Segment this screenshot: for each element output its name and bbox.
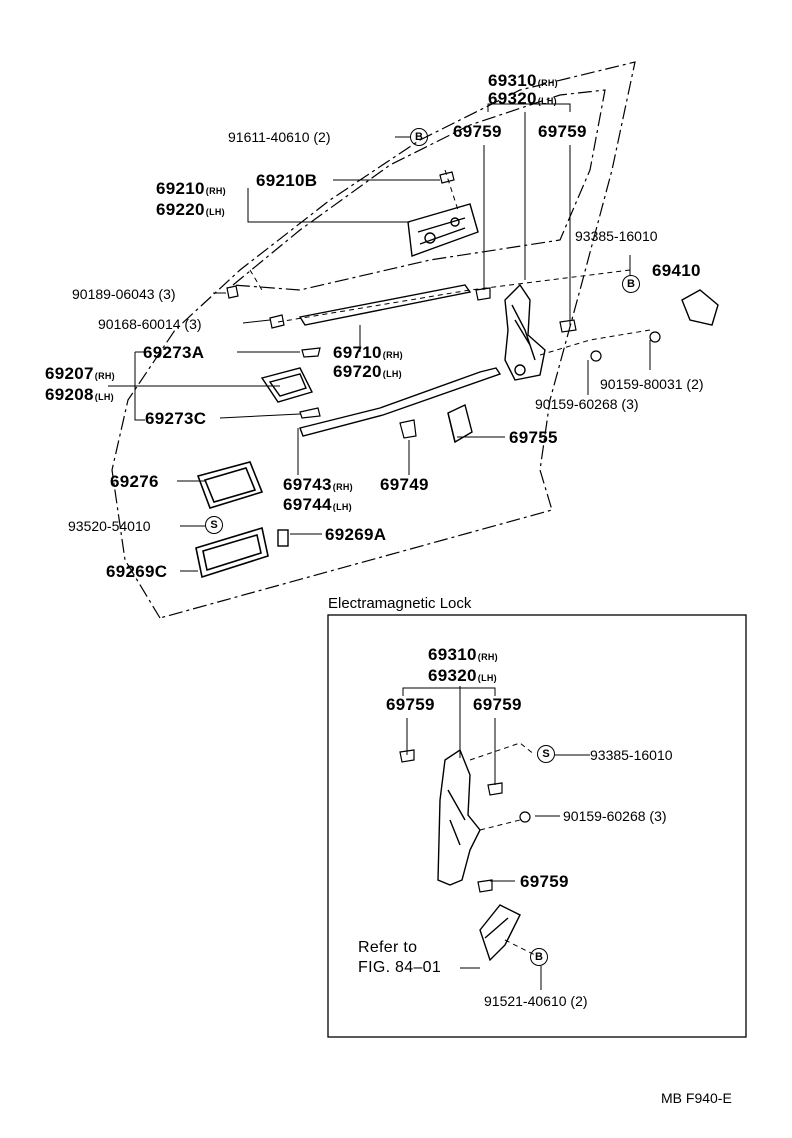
label-handle-rh: 69210(RH)	[156, 179, 226, 198]
inset-cylinder-shape	[479, 904, 521, 962]
label-clip-69273c: 69273C	[145, 409, 207, 428]
inside-handle-shape	[260, 367, 314, 403]
label-lock-lh: 69320(LH)	[488, 89, 557, 108]
inset-label-clip-a: 69759	[386, 695, 435, 714]
label-screw-90168: 90168-60014 (3)	[98, 316, 202, 332]
label-rod-rh: 69710(RH)	[333, 343, 403, 362]
label-handle-lh: 69220(LH)	[156, 200, 225, 219]
inset-refer-line1: Refer to	[358, 939, 418, 956]
inset-marker-s: S	[537, 745, 555, 763]
label-lock-rh: 69310(RH)	[488, 71, 558, 90]
marker-b-2: B	[622, 275, 640, 293]
inset-small-parts	[399, 749, 531, 893]
cover-block-shape	[447, 404, 473, 444]
inset-label-lock-lh: 69320(LH)	[428, 666, 497, 685]
dashed-connectors	[249, 169, 651, 356]
bezel-shape	[196, 461, 264, 509]
inset-label-clip-b: 69759	[473, 695, 522, 714]
label-inner-handle-rh: 69207(RH)	[45, 364, 115, 383]
label-clip-69749: 69749	[380, 475, 429, 494]
plug-shape	[277, 529, 289, 547]
inset-label-screw-90159: 90159-60268 (3)	[563, 808, 667, 824]
label-screw-90159-60268: 90159-60268 (3)	[535, 396, 639, 412]
pad-shape	[195, 526, 269, 579]
label-clip-69759-right: 69759	[538, 122, 587, 141]
inset-label-clip-c: 69759	[520, 872, 569, 891]
label-screw-93385: 93385-16010	[575, 228, 658, 244]
inset-lock-shape	[437, 748, 481, 886]
label-rod2-lh: 69744(LH)	[283, 495, 352, 514]
label-cover-69410: 69410	[652, 261, 701, 280]
inset-marker-b: B	[530, 948, 548, 966]
inset-title: Electramagnetic Lock	[328, 595, 472, 612]
label-bezel-69276: 69276	[110, 472, 159, 491]
label-screw-90159-80031: 90159-80031 (2)	[600, 376, 704, 392]
small-fasteners	[226, 171, 661, 439]
label-bolt-91611: 91611-40610 (2)	[228, 129, 331, 145]
label-inner-handle-lh: 69208(LH)	[45, 385, 114, 404]
diagram-code: MB F940-E	[661, 1090, 732, 1106]
cover-plate-shape	[681, 289, 719, 326]
label-cover-69755: 69755	[509, 428, 558, 447]
label-pad-69269c: 69269C	[106, 562, 168, 581]
label-clip-69273a: 69273A	[143, 343, 205, 362]
label-plug-69269a: 69269A	[325, 525, 387, 544]
label-handle-69210b: 69210B	[256, 171, 318, 190]
door-outline	[111, 61, 636, 619]
door-lock-assembly-shape	[504, 283, 546, 381]
leader-lines	[108, 103, 651, 572]
label-rod2-rh: 69743(RH)	[283, 475, 353, 494]
inset-refer-line2: FIG. 84–01	[358, 959, 442, 976]
outside-handle-shape	[407, 203, 479, 257]
inset-frame	[327, 614, 747, 1038]
marker-b: B	[410, 128, 428, 146]
inset-leaders	[402, 686, 590, 990]
inset-label-lock-rh: 69310(RH)	[428, 645, 498, 664]
label-nut-90189: 90189-06043 (3)	[72, 286, 176, 302]
label-screw-93520: 93520-54010	[68, 518, 151, 534]
label-clip-69759-left: 69759	[453, 122, 502, 141]
control-rods	[298, 284, 502, 437]
inset-label-bolt: 91521-40610 (2)	[484, 993, 588, 1009]
label-rod-lh: 69720(LH)	[333, 362, 402, 381]
inset-label-screw-93385: 93385-16010	[590, 747, 673, 763]
marker-s: S	[205, 516, 223, 534]
